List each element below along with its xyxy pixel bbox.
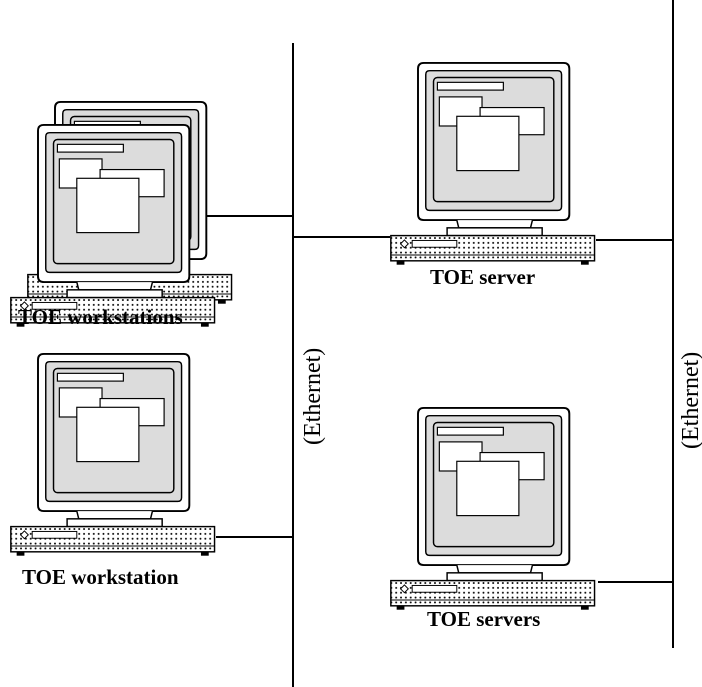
workstation-icon: [9, 352, 216, 557]
label-server: TOE server: [430, 265, 535, 289]
label-workstations: TOE workstations: [18, 305, 183, 329]
label-ethernet-left: (Ethernet): [300, 348, 326, 445]
workstations-group: [9, 100, 233, 328]
label-servers: TOE servers: [427, 607, 540, 631]
label-ethernet-right: (Ethernet): [678, 352, 702, 449]
server-icon: [389, 61, 596, 266]
label-workstation: TOE workstation: [22, 565, 179, 589]
server-icon: [389, 406, 596, 611]
